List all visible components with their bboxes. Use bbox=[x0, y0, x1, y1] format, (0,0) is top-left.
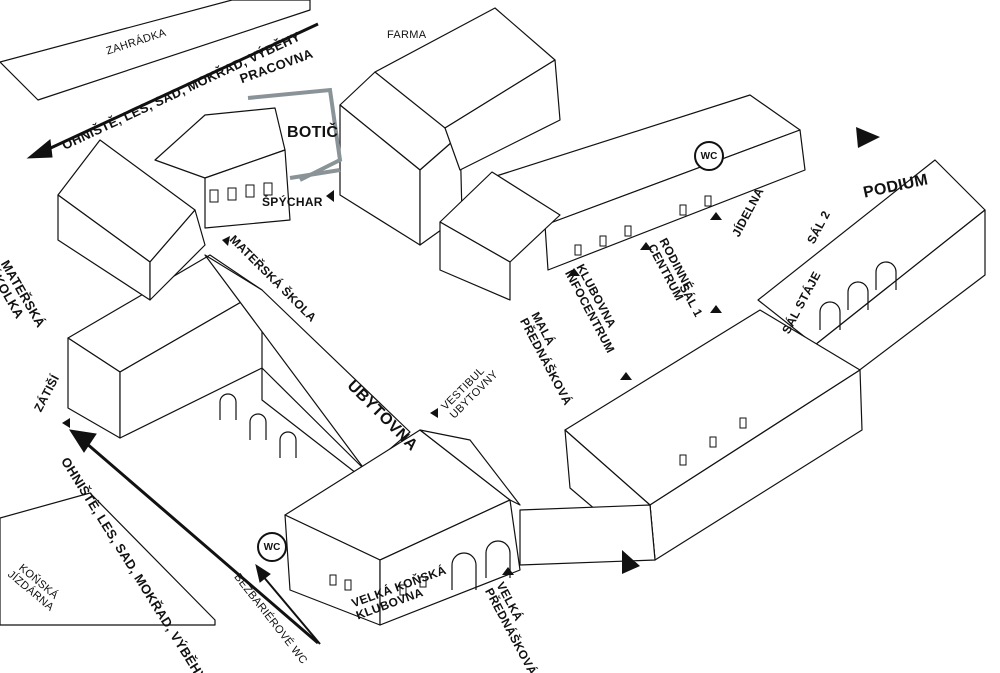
upper-roof bbox=[154, 107, 286, 179]
jidelna-pointer bbox=[710, 212, 722, 220]
rodinne-pointer bbox=[640, 242, 652, 250]
spychar-pointer bbox=[326, 190, 334, 202]
sal1-pointer bbox=[710, 305, 722, 313]
pracovna-outline bbox=[247, 87, 343, 182]
zahradka-area bbox=[0, 0, 311, 101]
velka-prednaskova-triangle bbox=[622, 550, 640, 574]
klubovna-arch-1 bbox=[451, 552, 477, 590]
klubovna-arch-2 bbox=[485, 540, 511, 578]
wc-bottom-icon: WC bbox=[257, 532, 287, 562]
ubytovna-arch-2 bbox=[249, 413, 267, 440]
ubytovna-roof bbox=[204, 254, 411, 471]
staje-arch-3 bbox=[875, 261, 897, 290]
podium-triangle bbox=[856, 127, 880, 148]
wc-top-icon: WC bbox=[694, 141, 724, 171]
ubytovna-arch-1 bbox=[219, 393, 237, 420]
kindergarten-side bbox=[149, 209, 206, 301]
vestibul-pointer bbox=[430, 408, 438, 418]
klubovna-wall-side bbox=[379, 499, 521, 626]
klubovna-pointer bbox=[568, 268, 580, 276]
botic-label: BOTIČ bbox=[287, 124, 339, 141]
mala-pointer bbox=[620, 372, 632, 380]
klubovna-gable bbox=[419, 429, 521, 506]
wc-access-arrow bbox=[255, 563, 321, 645]
spychar-label: ŠPÝCHAR bbox=[262, 195, 323, 209]
velka-pointer bbox=[502, 567, 514, 575]
bottom-path-arrow bbox=[68, 429, 319, 645]
staje-arch-1 bbox=[819, 301, 841, 330]
ubytovna-arch-3 bbox=[279, 431, 297, 458]
farma-label: FARMA bbox=[387, 29, 427, 41]
konska-jizdarna-area bbox=[0, 492, 216, 626]
top-path-arrow bbox=[26, 22, 319, 159]
farm-wall bbox=[444, 59, 561, 171]
staje-arch-2 bbox=[847, 281, 869, 310]
pavilion-wall bbox=[439, 221, 511, 301]
materska-pointer bbox=[222, 236, 230, 246]
pracovna-outline-lower bbox=[289, 168, 341, 180]
zatisi-pointer bbox=[62, 418, 70, 428]
connector-wall bbox=[519, 504, 656, 566]
